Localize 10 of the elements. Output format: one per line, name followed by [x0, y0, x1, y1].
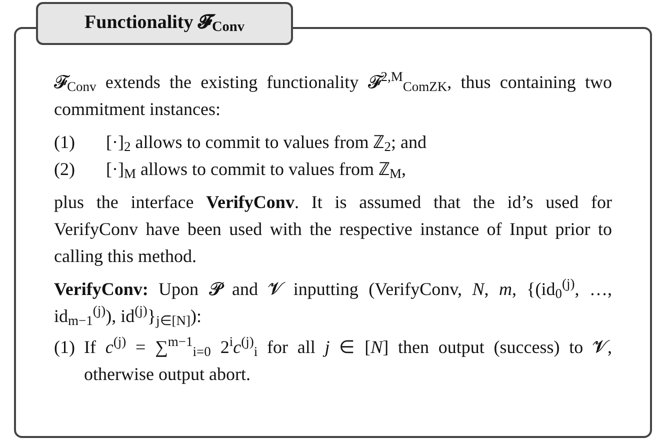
- paragraph: [·]$_{2}$ allows to commit to values from ℤ$_{2}$; and: [106, 131, 428, 156]
- paragraph: 𝓕$_{Conv}$ extends the existing functionality 𝓕$^{2,M}$$_{ComZK}$, thus containing two commitment instances:: [54, 69, 612, 121]
- list-number: (2): [54, 158, 76, 181]
- paragraph: If c$^{(j)}$ = ∑$^{m−1}$$_{i=0}$ 2$^{i}$c$^{(j)}$$_{i}$ for all j ∈ [N] then output (success) to 𝓥, otherwise output abort.: [84, 334, 612, 386]
- list-number: (1): [54, 336, 76, 359]
- paragraph: VerifyConv: Upon 𝓟 and 𝓥 inputting (VerifyConv, N, m, {(id$_{0}$$^{(j)}$, …, id$_{m−1}$$^{(j)}$), id$^{(j)}$}$_{j∈[N]}$):: [54, 276, 612, 330]
- list-number: (1): [54, 131, 76, 154]
- title-tab: Functionality 𝓕$_{Conv}$: [36, 2, 293, 45]
- paragraph: [·]$_{M}$ allows to commit to values from ℤ$_{M}$,: [106, 158, 407, 183]
- paragraph: plus the interface VerifyConv. It is assumed that the id’s used for VerifyConv have been used with the respective instance of Input prior to calling this method.: [54, 191, 612, 268]
